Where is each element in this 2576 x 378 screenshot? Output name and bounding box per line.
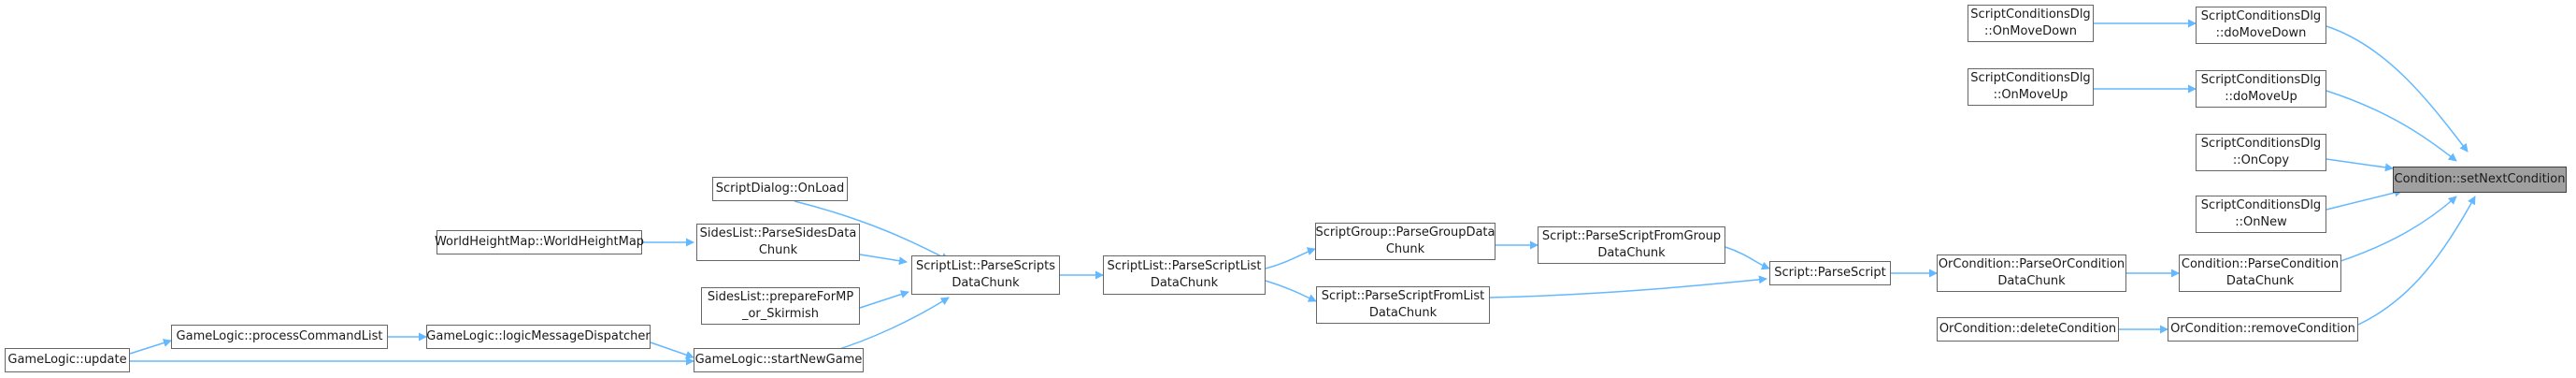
edge-removecond-setnext xyxy=(2357,196,2476,326)
node-label: DataChunk xyxy=(2225,274,2295,288)
node-scriptconditionsdlg-onnew[interactable]: ScriptConditionsDlg::OnNew xyxy=(2196,196,2326,233)
node-label: GameLogic::update xyxy=(7,353,127,367)
node-label: Condition::ParseCondition xyxy=(2181,257,2340,271)
node-orcondition-removecondition[interactable]: OrCondition::removeCondition xyxy=(2168,317,2358,342)
node-label: ScriptGroup::ParseGroupData xyxy=(1315,225,1496,240)
node-label: DataChunk xyxy=(1597,246,1666,260)
node-label: ScriptDialog::OnLoad xyxy=(715,182,845,196)
node-label: Chunk xyxy=(758,243,798,257)
node-sideslist-prepareformp-or-skirmish[interactable]: SidesList::prepareForMP_or_Skirmish xyxy=(701,287,860,325)
node-label: OrCondition::ParseOrCondition xyxy=(1938,257,2125,271)
node-label: SidesList::ParseSidesData xyxy=(699,226,857,240)
node-label: GameLogic::startNewGame xyxy=(694,353,863,367)
node-label: GameLogic::logicMessageDispatcher xyxy=(426,329,651,343)
node-scriptconditionsdlg-onmovedown[interactable]: ScriptConditionsDlg::OnMoveDown xyxy=(1968,5,2094,42)
node-label: Script::ParseScriptFromList xyxy=(1321,289,1485,303)
node-label: ScriptConditionsDlg xyxy=(2200,73,2322,87)
node-scriptconditionsdlg-domoveup[interactable]: ScriptConditionsDlg::doMoveUp xyxy=(2196,70,2326,108)
node-scriptdialog-onload[interactable]: ScriptDialog::OnLoad xyxy=(712,177,848,201)
node-label: ::OnMoveDown xyxy=(1984,24,2077,38)
node-script-parsescript[interactable]: Script::ParseScript xyxy=(1769,261,1891,285)
node-scriptconditionsdlg-domovedown[interactable]: ScriptConditionsDlg::doMoveDown xyxy=(2196,7,2326,44)
node-label: WorldHeightMap::WorldHeightMap xyxy=(434,235,645,249)
edge-parsecond-setnext xyxy=(2326,196,2457,267)
node-condition-setnextcondition: Condition::setNextCondition xyxy=(2393,167,2567,193)
edge-scriptlist-groupparse xyxy=(1265,247,1316,269)
edge-domovedown-setnext xyxy=(2326,25,2469,153)
node-label: DataChunk xyxy=(952,276,1020,290)
node-label: ::OnCopy xyxy=(2232,153,2290,167)
edge-onnew-setnext xyxy=(2326,188,2403,211)
node-label: DataChunk xyxy=(1150,276,1219,290)
edge-update-processcmd xyxy=(129,339,172,355)
edge-oncopy-setnext xyxy=(2326,158,2394,172)
node-label: ::OnNew xyxy=(2235,215,2287,229)
node-label: ScriptConditionsDlg xyxy=(1970,71,2091,85)
node-gamelogic-update[interactable]: GameLogic::update xyxy=(5,348,130,372)
node-label: _or_Skirmish xyxy=(741,307,820,321)
edge-fromgroup-parsescript xyxy=(1724,246,1770,270)
node-label: Chunk xyxy=(1385,242,1425,256)
node-label: ::OnMoveUp xyxy=(1993,88,2068,102)
node-scriptconditionsdlg-onmoveup[interactable]: ScriptConditionsDlg::OnMoveUp xyxy=(1968,68,2094,106)
node-label: Script::ParseScriptFromGroup xyxy=(1541,229,1722,243)
node-label: ::doMoveDown xyxy=(2215,26,2307,40)
node-label: OrCondition::deleteCondition xyxy=(1939,322,2117,336)
edge-prepare-parsescripts xyxy=(859,290,909,309)
node-gamelogic-processcommandlist[interactable]: GameLogic::processCommandList xyxy=(171,325,388,349)
node-label: ScriptConditionsDlg xyxy=(2200,137,2322,151)
node-orcondition-deletecondition[interactable]: OrCondition::deleteCondition xyxy=(1937,317,2119,342)
node-gamelogic-startnewgame[interactable]: GameLogic::startNewGame xyxy=(694,348,864,372)
node-label: Script::ParseScript xyxy=(1774,266,1886,280)
node-gamelogic-logicmessagedispatcher[interactable]: GameLogic::logicMessageDispatcher xyxy=(426,325,651,349)
edge-scriptlist-fromlist xyxy=(1265,280,1317,302)
node-label: ScriptConditionsDlg xyxy=(1970,7,2091,22)
node-label: ScriptConditionsDlg xyxy=(2200,9,2322,23)
node-label: ScriptList::ParseScriptList xyxy=(1107,259,1262,273)
edge-domoveup-setnext xyxy=(2326,90,2457,162)
node-label: Condition::setNextCondition xyxy=(2394,172,2566,186)
node-label: SidesList::prepareForMP xyxy=(707,290,854,304)
node-label: ScriptConditionsDlg xyxy=(2200,198,2322,212)
node-label: OrCondition::removeCondition xyxy=(2170,322,2355,336)
node-label: DataChunk xyxy=(1997,274,2066,288)
node-worldheightmap-worldheightmap[interactable]: WorldHeightMap::WorldHeightMap xyxy=(434,230,645,254)
node-label: DataChunk xyxy=(1368,306,1438,320)
edge-fromlist-parsescript xyxy=(1489,275,1767,298)
edge-onload-parsescripts xyxy=(794,200,950,261)
edge-logicmsg-startnew xyxy=(650,342,694,359)
node-label: ScriptList::ParseScripts xyxy=(915,259,1055,273)
node-label: GameLogic::processCommandList xyxy=(176,329,383,343)
node-scriptconditionsdlg-oncopy[interactable]: ScriptConditionsDlg::OnCopy xyxy=(2196,134,2326,171)
node-label: ::doMoveUp xyxy=(2225,90,2297,104)
edge-sidesparse-parsescripts xyxy=(859,254,908,266)
